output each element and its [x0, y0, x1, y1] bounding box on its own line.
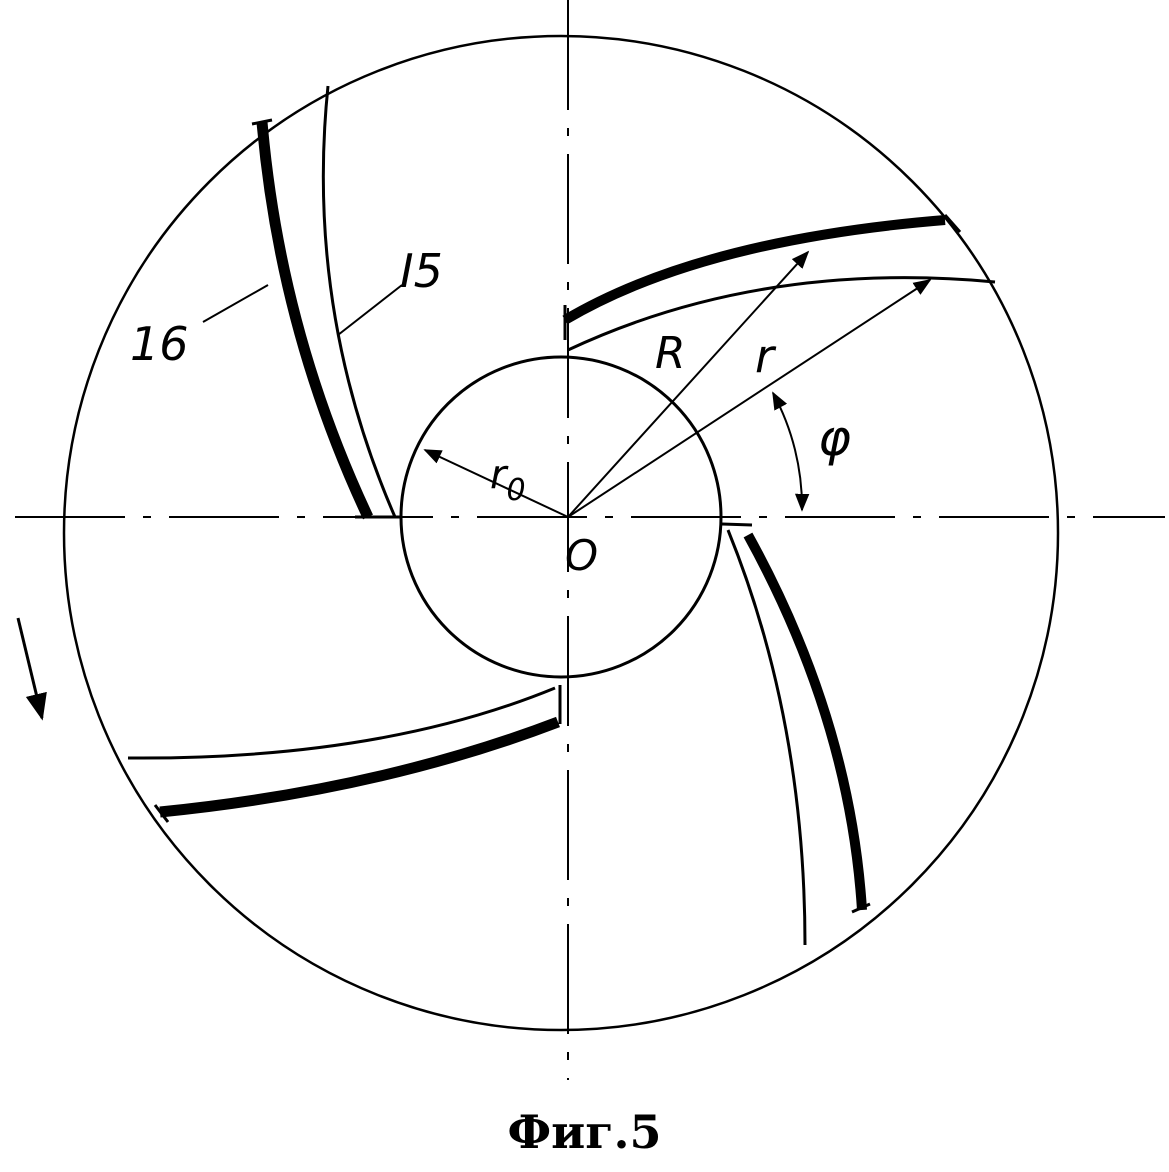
- label-radius-r: r: [755, 329, 777, 383]
- radius-R-arrow: [567, 250, 810, 518]
- radius-r-arrow: [567, 279, 932, 518]
- vane-upper-left-thick-edge: [256, 121, 373, 520]
- vane-lower-right: [721, 522, 871, 946]
- label-part-16: 16: [130, 317, 189, 371]
- vane-lower-left-thick-edge: [159, 716, 560, 818]
- vane-lower-right-thin-edge: [726, 529, 807, 946]
- vane-lower-left: [127, 685, 562, 823]
- radius-r0-arrow: [423, 449, 569, 518]
- leader-line-15: [337, 284, 403, 336]
- vane-upper-right-thick-edge: [562, 215, 946, 325]
- vane-upper-left: [251, 85, 402, 520]
- angle-phi-arc: [772, 391, 810, 512]
- label-angle-phi: φ: [818, 409, 851, 467]
- vane-upper-left-thin-edge: [321, 85, 397, 518]
- label-radius-r0-sub: 0: [506, 473, 525, 508]
- figure-caption: Фиг.5: [507, 1105, 662, 1159]
- rotation-direction-arrow-icon: [16, 617, 47, 721]
- label-radius-r0: r0: [490, 452, 526, 508]
- label-radius-r0-main: r: [490, 452, 509, 498]
- vane-upper-right: [562, 214, 996, 352]
- outer-disc-circle: [62, 34, 1060, 1032]
- leader-line-16: [202, 284, 269, 323]
- vane-upper-right-thin-edge: [567, 276, 996, 352]
- vane-lower-left-thin-edge: [127, 686, 556, 760]
- label-part-15: I5: [400, 244, 443, 298]
- label-radius-R: R: [655, 328, 686, 379]
- label-center-O: O: [565, 531, 598, 580]
- vane-lower-right-thick-edge: [743, 532, 867, 911]
